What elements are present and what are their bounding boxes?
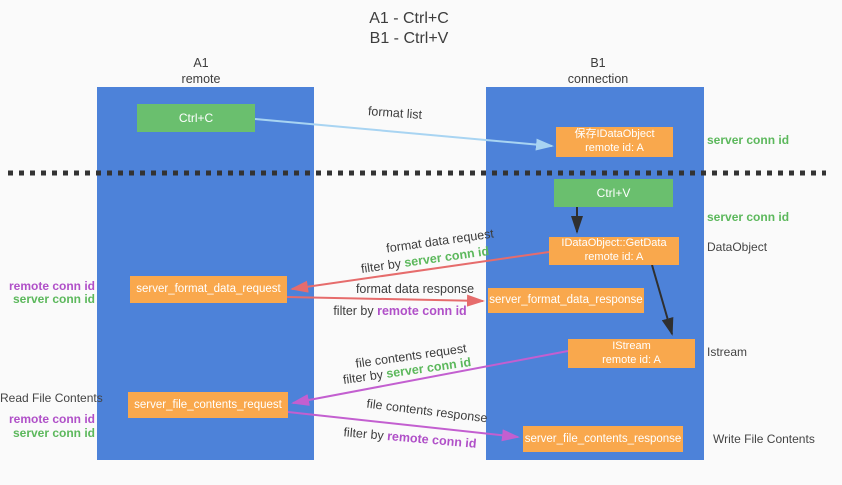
- annotation-server-conn-id-left-bottom: server conn id: [12, 426, 95, 440]
- annotation-dataobject: DataObject: [707, 240, 768, 254]
- flow-label-filter-format-response: filter by remote conn id: [333, 304, 466, 318]
- annotation-write-file-contents: Write File Contents: [713, 432, 815, 446]
- node-save-idataobject: 保存IDataObject remote id: A: [556, 127, 673, 157]
- annotation-server-conn-id-mid: server conn id: [707, 210, 790, 224]
- diagram-title-line1: A1 - Ctrl+C: [369, 10, 449, 27]
- lane-a-name: A1: [193, 56, 209, 70]
- lane-a-header: A1 remote: [182, 56, 221, 87]
- annotation-server-conn-id-left-top: server conn id: [12, 292, 95, 306]
- filter-by-text-2: filter by: [333, 304, 378, 318]
- arrow-file-contents-request: [291, 350, 569, 406]
- lane-b-name: B1: [590, 56, 606, 70]
- annotation-remote-conn-id-top: remote conn id: [8, 279, 95, 293]
- arrow-file-contents-response: [287, 411, 520, 442]
- arrow-format-data-request: [290, 251, 550, 293]
- node-ctrl-v: Ctrl+V: [554, 179, 673, 207]
- annotation-server-conn-id-top: server conn id: [707, 133, 790, 147]
- diagram-title-line2: B1 - Ctrl+V: [369, 30, 449, 47]
- node-istream: IStream remote id: A: [568, 339, 695, 368]
- lane-b-role: connection: [567, 71, 629, 86]
- filter-remote-conn-id-2: remote conn id: [377, 304, 467, 318]
- node-server-file-contents-response: server_file_contents_response: [523, 426, 683, 452]
- node-server-format-data-request: server_format_data_request: [130, 276, 287, 303]
- annotation-read-file-contents: Read File Contents: [0, 391, 103, 405]
- lane-a-role: remote: [181, 71, 221, 86]
- node-server-file-contents-request: server_file_contents_request: [128, 392, 288, 418]
- node-idataobject-getdata: IDataObject::GetData remote id: A: [549, 237, 679, 265]
- flow-label-format-data-response: format data response: [355, 282, 475, 296]
- node-server-format-data-response: server_format_data_response: [488, 288, 644, 313]
- arrow-format-list: [254, 118, 554, 151]
- lane-b-header: B1 connection: [568, 56, 628, 87]
- annotation-remote-conn-id-bottom: remote conn id: [8, 412, 95, 426]
- node-ctrl-c: Ctrl+C: [137, 104, 255, 132]
- node-save-idataobject-line1: 保存IDataObject: [574, 128, 655, 141]
- node-idataobject-getdata-line1: IDataObject::GetData: [561, 237, 667, 250]
- arrow-format-data-response: [286, 294, 485, 307]
- node-istream-line2: remote id: A: [602, 353, 661, 366]
- node-idataobject-getdata-line2: remote id: A: [584, 251, 644, 263]
- node-save-idataobject-line2: remote id: A: [585, 142, 644, 154]
- node-istream-line1: IStream: [612, 339, 651, 352]
- arrow-getdata-to-istream: [651, 264, 674, 336]
- annotation-istream: Istream: [707, 345, 748, 359]
